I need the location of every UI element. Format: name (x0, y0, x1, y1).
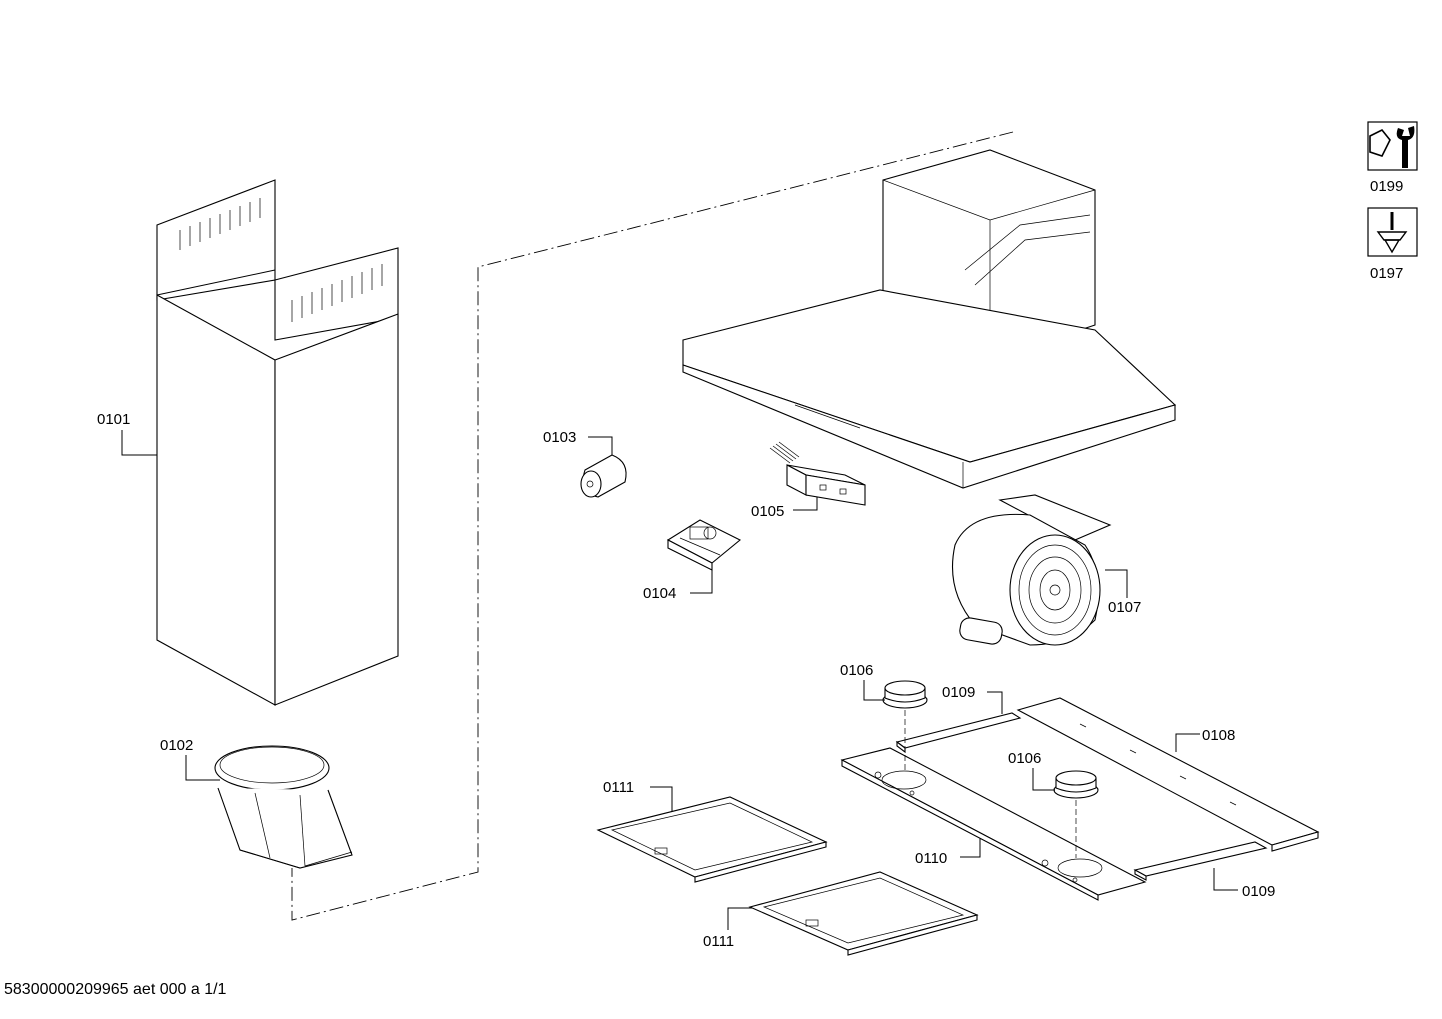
part-rear-panel (1016, 697, 1320, 852)
part-filter-strip-lower (1133, 841, 1268, 881)
screw-icon (1367, 207, 1418, 257)
leader-0109b (1213, 868, 1238, 891)
leader-0111b (727, 907, 752, 930)
leader-0102 (185, 755, 220, 781)
label-0106b: 0106 (1008, 750, 1041, 767)
label-0107: 0107 (1108, 599, 1141, 616)
label-0111a: 0111 (603, 779, 634, 796)
wrench-nut-icon (1367, 121, 1418, 171)
leader-0104 (690, 568, 713, 594)
leader-0106b (1032, 768, 1055, 791)
leader-0108 (1175, 733, 1200, 752)
label-0110: 0110 (915, 850, 947, 867)
leader-0111a (650, 786, 673, 812)
part-filter-strip-upper (895, 712, 1022, 754)
part-grease-filter-lower (748, 871, 979, 956)
document-footer-code: 58300000209965 aet 000 a 1/1 (4, 981, 227, 998)
label-0104: 0104 (643, 585, 676, 602)
label-0106a: 0106 (840, 662, 873, 679)
leader-0105 (793, 497, 818, 511)
label-0109a: 0109 (942, 684, 975, 701)
part-switch-module (769, 441, 866, 506)
label-0102: 0102 (160, 737, 193, 754)
part-hood-body (682, 149, 1177, 489)
part-control-board (666, 519, 742, 571)
leader-0110 (960, 838, 981, 858)
part-bottom-panel (840, 747, 1147, 901)
part-lamp-upper (882, 680, 928, 770)
leader-0107 (1105, 569, 1128, 598)
label-0105: 0105 (751, 503, 784, 520)
leader-0103 (588, 436, 613, 455)
leader-0109a (987, 691, 1003, 714)
leader-0106a (863, 680, 885, 701)
part-chimney (156, 179, 399, 706)
label-0111b: 0111 (703, 933, 734, 950)
label-0108: 0108 (1202, 727, 1235, 744)
label-0101: 0101 (97, 411, 130, 428)
label-0199: 0199 (1370, 178, 1403, 195)
leader-0101 (121, 430, 157, 456)
label-0109b: 0109 (1242, 883, 1275, 900)
assembly-boundary-line (291, 131, 1014, 921)
part-lamp-lower (1053, 770, 1099, 858)
part-duct-adapter (214, 745, 353, 869)
part-capacitor (580, 454, 627, 498)
label-0197: 0197 (1370, 265, 1403, 282)
part-grease-filter-upper (596, 796, 828, 883)
label-0103: 0103 (543, 429, 576, 446)
part-blower-motor (952, 494, 1112, 646)
